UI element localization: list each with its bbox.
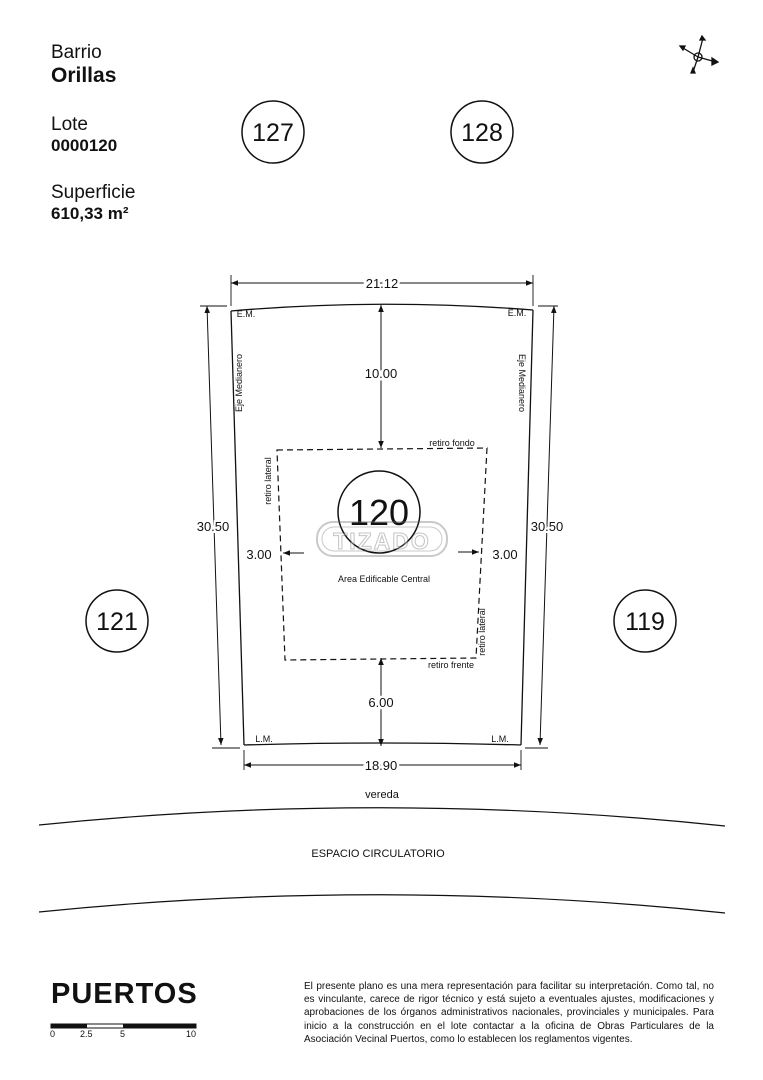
- neighbor-lot-121-label: 121: [96, 608, 138, 636]
- superficie-value: 610,33 m²: [51, 203, 129, 223]
- lm-right-label: L.M.: [491, 734, 509, 744]
- retiro-fondo-label: retiro fondo: [429, 438, 475, 448]
- watermark-logo: TIZADO: [316, 521, 448, 557]
- dim-right-depth: [537, 305, 557, 746]
- eje-medianero-right: Eje Medianero: [517, 354, 527, 412]
- barrio-label: Barrio: [51, 42, 102, 63]
- front-setback-label: 6.00: [368, 695, 393, 710]
- neighbor-lot-127-label: 127: [252, 119, 294, 147]
- watermark-text: TIZADO: [333, 528, 431, 554]
- eje-medianero-left: Eje Medianero: [234, 354, 244, 412]
- dim-left-depth: [204, 305, 224, 746]
- compass-rose-icon: [678, 34, 720, 74]
- barrio-block: Barrio Orillas: [51, 42, 116, 88]
- neighbor-lot-119: 119: [613, 589, 677, 653]
- dimension-labels: 21.12 18.90 30.50 30.50 10.00 6.00 3.00 …: [195, 274, 566, 776]
- scale-tick-2-5: 2.5: [80, 1029, 93, 1039]
- neighbor-lot-128-label: 128: [461, 119, 503, 147]
- dimension-lines: [204, 280, 557, 768]
- retiro-lateral-left-label: retiro lateral: [263, 457, 273, 505]
- left-depth-label: 30.50: [197, 519, 230, 534]
- barrio-name: Orillas: [51, 63, 117, 87]
- lote-value: 0000120: [51, 135, 118, 155]
- scale-tick-0: 0: [50, 1029, 56, 1039]
- lote-label: Lote: [51, 114, 88, 135]
- vereda-label: vereda: [365, 789, 400, 801]
- em-left-label: E.M.: [237, 309, 256, 319]
- superficie-label: Superficie: [51, 182, 136, 203]
- disclaimer-text: El presente plano es una mera representa…: [304, 981, 714, 1045]
- neighbor-lot-127: 127: [241, 100, 305, 164]
- area-edificable-label: Area Edificable Central: [338, 574, 430, 584]
- lote-block: Lote 0000120: [51, 114, 117, 155]
- scale-tick-10: 10: [186, 1029, 197, 1039]
- superficie-block: Superficie 610,33 m²: [51, 182, 136, 223]
- left-setback-label: 3.00: [246, 547, 271, 562]
- right-depth-label: 30.50: [531, 519, 564, 534]
- puertos-logo: PUERTOS: [51, 978, 198, 1010]
- lot-number: 120: [349, 492, 409, 533]
- right-setback-label: 3.00: [492, 547, 517, 562]
- bottom-width-label: 18.90: [365, 758, 398, 773]
- street-line: [38, 894, 726, 914]
- neighbor-lot-121: 121: [85, 589, 149, 653]
- retiro-lateral-right-label: retiro lateral: [477, 608, 487, 656]
- back-setback-label: 10.00: [365, 366, 398, 381]
- boundary-labels: E.M. E.M. L.M. L.M. Eje Medianero Eje Me…: [234, 308, 527, 744]
- top-width-label: 21.12: [366, 276, 399, 291]
- scale-labels: 0 2.5 5 10: [48, 1029, 208, 1043]
- street: vereda ESPACIO CIRCULATORIO: [38, 789, 726, 914]
- lot-number-marker: 120: [337, 470, 421, 554]
- retiro-frente-label: retiro frente: [428, 660, 474, 670]
- em-right-label: E.M.: [508, 308, 527, 318]
- scale-tick-5: 5: [120, 1029, 126, 1039]
- scale-bar: [50, 1023, 197, 1029]
- neighbor-lot-128: 128: [450, 100, 514, 164]
- buildable-area: [276, 447, 488, 661]
- espacio-circulatorio-label: ESPACIO CIRCULATORIO: [311, 848, 445, 860]
- lm-left-label: L.M.: [255, 734, 273, 744]
- vereda-line: [38, 807, 726, 827]
- neighbor-lot-119-label: 119: [625, 608, 665, 636]
